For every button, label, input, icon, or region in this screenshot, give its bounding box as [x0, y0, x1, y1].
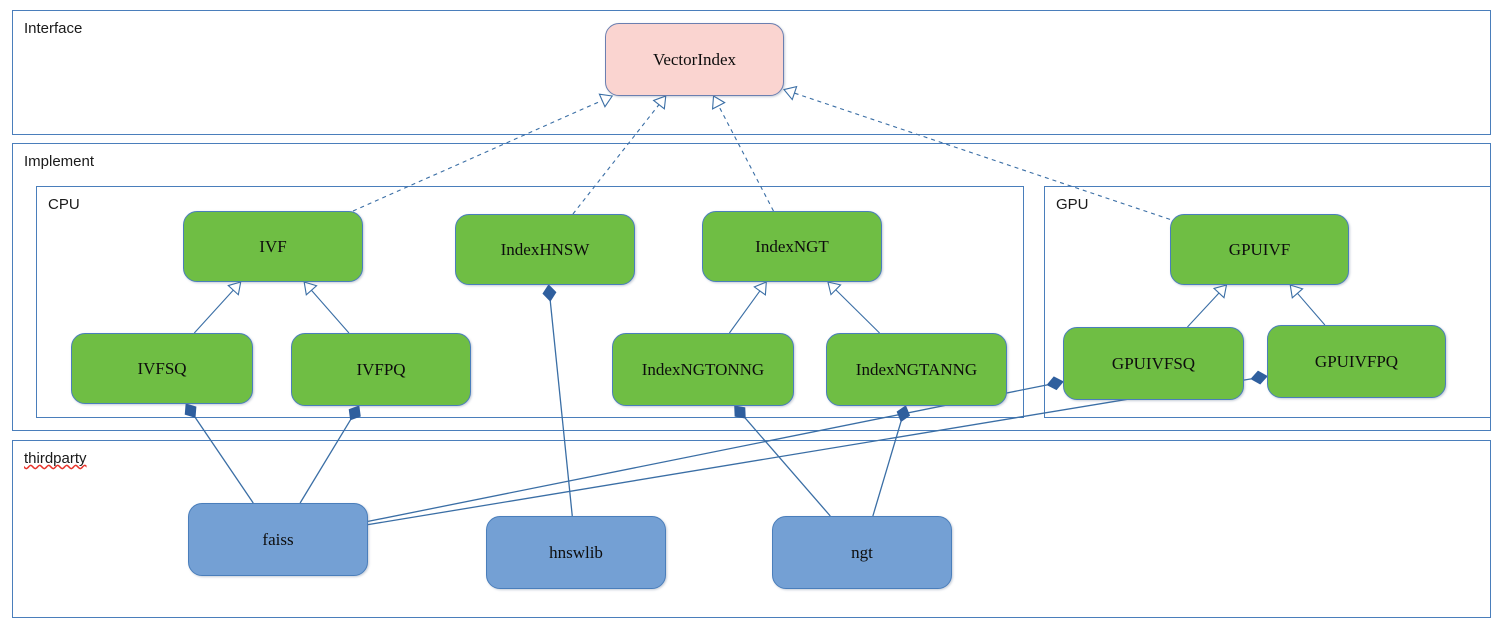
class-node-label: GPUIVFPQ	[1314, 351, 1399, 371]
class-node-ivfsq[interactable]: IVFSQ	[71, 333, 253, 404]
class-node-ivf[interactable]: IVF	[183, 211, 363, 282]
swimlane-gpu	[1044, 186, 1491, 418]
class-node-label: IndexNGTANNG	[855, 359, 978, 379]
swimlane-label-gpu: GPU	[1056, 196, 1089, 213]
class-node-label: IndexHNSW	[500, 239, 590, 259]
class-node-label: hnswlib	[549, 542, 603, 562]
class-node-label: GPUIVFSQ	[1111, 353, 1196, 373]
swimlane-label-implement: Implement	[24, 153, 95, 170]
class-node-indexngt[interactable]: IndexNGT	[702, 211, 882, 282]
swimlane-label-interface: Interface	[24, 20, 83, 37]
class-node-label: IVFSQ	[137, 358, 187, 378]
class-node-label: faiss	[262, 529, 294, 549]
class-node-indexngtonng[interactable]: IndexNGTONNG	[612, 333, 794, 406]
class-node-label: IVFPQ	[356, 359, 406, 379]
class-node-vectorindex[interactable]: VectorIndex	[605, 23, 784, 96]
class-node-indexhnsw[interactable]: IndexHNSW	[455, 214, 635, 285]
class-node-indexngtanng[interactable]: IndexNGTANNG	[826, 333, 1007, 406]
class-node-label: ngt	[851, 542, 873, 562]
class-node-hnswlib[interactable]: hnswlib	[486, 516, 666, 589]
class-node-gpuivfsq[interactable]: GPUIVFSQ	[1063, 327, 1244, 400]
class-node-ngt[interactable]: ngt	[772, 516, 952, 589]
class-node-label: IndexNGT	[755, 236, 829, 256]
class-node-label: IndexNGTONNG	[641, 359, 765, 379]
swimlane-label-cpu: CPU	[48, 196, 80, 213]
class-node-faiss[interactable]: faiss	[188, 503, 368, 576]
class-node-label: GPUIVF	[1228, 239, 1291, 259]
class-node-label: VectorIndex	[652, 49, 737, 69]
class-node-label: IVF	[259, 236, 287, 256]
class-node-ivfpq[interactable]: IVFPQ	[291, 333, 471, 406]
class-node-gpuivfpq[interactable]: GPUIVFPQ	[1267, 325, 1446, 398]
class-node-gpuivf[interactable]: GPUIVF	[1170, 214, 1349, 285]
swimlane-label-thirdparty: thirdparty	[24, 450, 87, 467]
